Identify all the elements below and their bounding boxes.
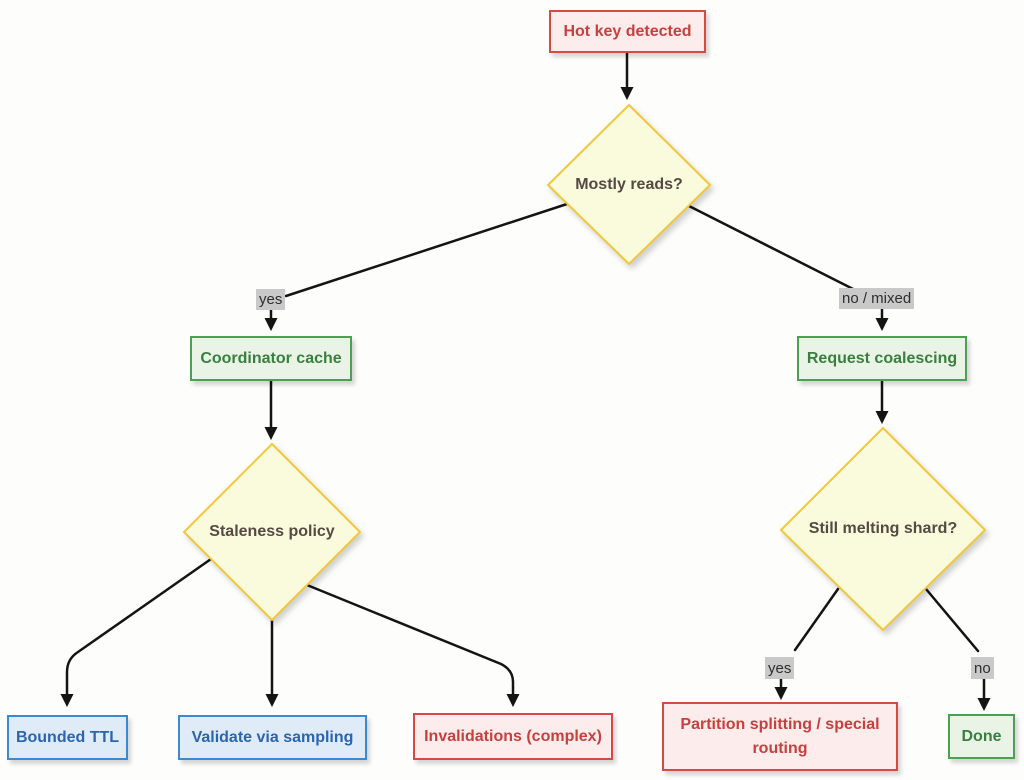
edge-stillmelting-to-yes-label bbox=[793, 587, 840, 652]
edge-label-yes-right: yes bbox=[765, 657, 795, 679]
edge-stillmelting-to-no-label bbox=[924, 587, 980, 653]
node-bounded-ttl: Bounded TTL bbox=[7, 715, 128, 760]
node-partition-splitting: Partition splitting / special routing bbox=[662, 702, 898, 771]
node-validate-via-sampling: Validate via sampling bbox=[178, 715, 367, 760]
edge-mostlyreads-to-yes-label bbox=[284, 202, 569, 298]
edge-mostlyreads-to-nomixed-label bbox=[687, 204, 859, 293]
decision-staleness-policy-shape bbox=[182, 442, 362, 622]
edge-label-no-right: no bbox=[971, 657, 994, 679]
edge-label-yes-left: yes bbox=[256, 289, 286, 310]
node-done: Done bbox=[948, 714, 1015, 759]
node-request-coalescing: Request coalescing bbox=[797, 336, 967, 381]
edge-label-no-mixed: no / mixed bbox=[839, 288, 915, 309]
node-coordinator-cache: Coordinator cache bbox=[190, 336, 352, 381]
edge-stalenesspolicy-to-invalidations bbox=[305, 583, 520, 708]
node-hot-key-detected: Hot key detected bbox=[549, 10, 706, 53]
node-invalidations-complex: Invalidations (complex) bbox=[413, 713, 613, 760]
decision-still-melting-shape bbox=[779, 426, 987, 632]
decision-mostly-reads-shape bbox=[546, 103, 712, 266]
edge-stalenesspolicy-to-boundedttl bbox=[60, 557, 213, 708]
